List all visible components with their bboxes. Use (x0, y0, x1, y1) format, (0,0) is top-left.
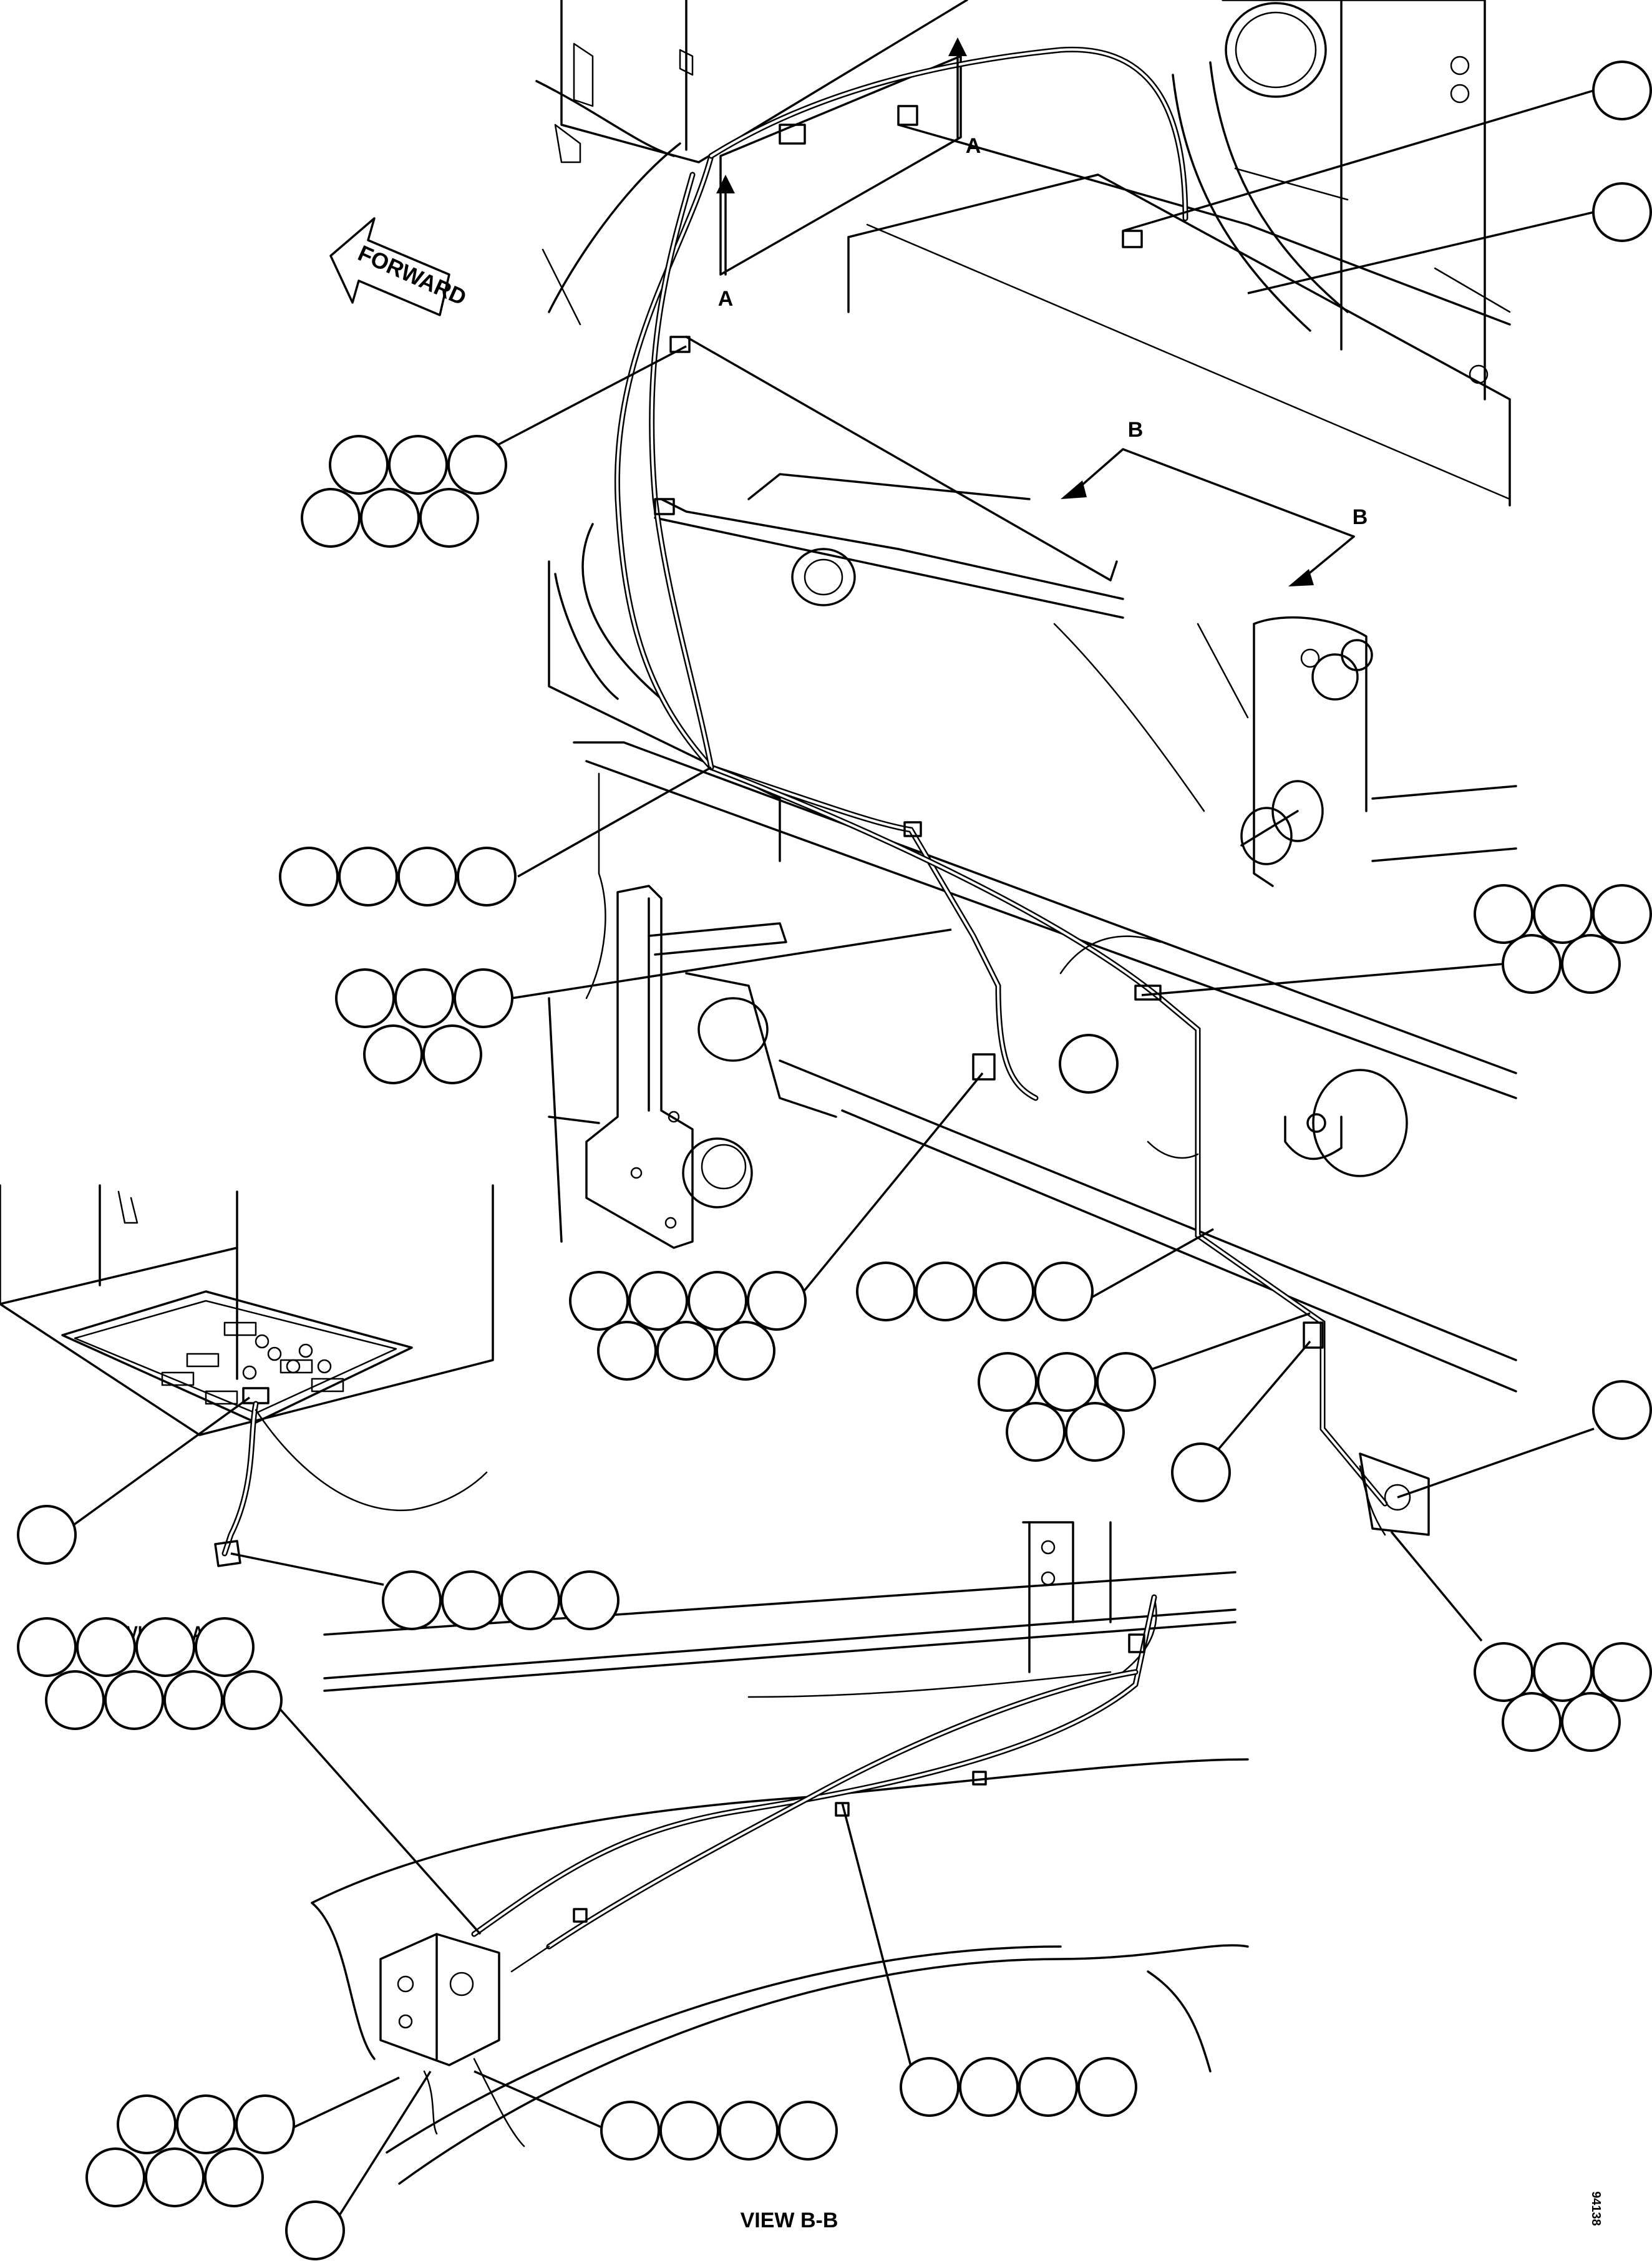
leader-lines (67, 89, 1595, 2225)
callout-balloon (1592, 182, 1652, 242)
callout-balloon (419, 488, 479, 548)
callout-balloon (600, 2101, 660, 2161)
callout-balloon (1561, 934, 1621, 994)
section-b-arrows: B B (1061, 418, 1368, 586)
callout-balloon (747, 1271, 807, 1331)
callout-balloon (1502, 934, 1562, 994)
forward-arrow: FORWARD (329, 217, 470, 316)
callout-balloon (1034, 1262, 1094, 1321)
callout-balloon (163, 1670, 223, 1730)
callout-balloon (447, 435, 507, 495)
callout-balloon (235, 2094, 295, 2154)
callout-balloon (360, 488, 420, 548)
section-a-label-right: A (966, 134, 981, 158)
callout-balloon (1561, 1692, 1621, 1752)
callout-balloon (1096, 1352, 1156, 1412)
callout-balloon (656, 1321, 716, 1381)
section-b-label-left: B (1128, 418, 1144, 442)
callout-balloon (719, 2101, 779, 2161)
callout-balloon (454, 968, 513, 1028)
callout-balloon (285, 2200, 345, 2260)
callout-balloon (856, 1262, 916, 1321)
callout-balloon (560, 1570, 620, 1630)
section-b-label-right: B (1353, 505, 1368, 529)
view-aa-drawing (0, 1184, 494, 1567)
callout-balloon (104, 1670, 164, 1730)
callout-balloon (569, 1271, 629, 1331)
callout-balloon (45, 1670, 105, 1730)
callout-balloon (176, 2094, 236, 2154)
callout-balloon (195, 1617, 255, 1677)
callout-balloon (1171, 1442, 1231, 1502)
callout-balloon (915, 1262, 975, 1321)
callout-balloon (659, 2101, 719, 2161)
callout-balloon (382, 1570, 442, 1630)
callout-balloon (1474, 1642, 1533, 1702)
callout-balloon (85, 2147, 145, 2207)
callout-balloon (204, 2147, 264, 2207)
callout-balloon (1065, 1402, 1125, 1462)
callout-balloon (778, 2101, 838, 2161)
callout-balloon (628, 1271, 688, 1331)
callout-balloon (17, 1617, 77, 1677)
callout-balloon (388, 435, 448, 495)
callout-balloon (1037, 1352, 1097, 1412)
callout-balloon (974, 1262, 1034, 1321)
callout-balloon (117, 2094, 177, 2154)
forward-label: FORWARD (354, 240, 470, 311)
callout-balloon (1533, 884, 1593, 944)
callout-balloon (1018, 2057, 1078, 2117)
section-a-label-left: A (718, 287, 734, 311)
callout-balloon (76, 1617, 136, 1677)
view-bb-label: VIEW B-B (741, 2209, 838, 2232)
callout-balloon (279, 847, 339, 907)
callout-balloon (978, 1352, 1037, 1412)
main-view-structure (535, 0, 1517, 1393)
callout-balloon (959, 2057, 1019, 2117)
callout-balloon (397, 847, 457, 907)
main-harness (614, 46, 1430, 1536)
callout-balloon (688, 1271, 747, 1331)
callout-balloon (1533, 1642, 1593, 1702)
callout-balloon (1502, 1692, 1562, 1752)
drawing-number: 94138 (1589, 2191, 1603, 2226)
callout-balloon (1006, 1402, 1066, 1462)
callout-balloons (17, 61, 1652, 2260)
callout-balloon (1592, 1380, 1652, 1440)
callout-balloon (716, 1321, 775, 1381)
callout-balloon (335, 968, 395, 1028)
callout-balloon (363, 1024, 423, 1084)
callout-balloon (1059, 1034, 1119, 1094)
callout-balloon (17, 1505, 77, 1565)
callout-balloon (900, 2057, 960, 2117)
callout-balloon (1592, 884, 1652, 944)
callout-balloon (597, 1321, 657, 1381)
callout-balloon (223, 1670, 283, 1730)
callout-balloon (1474, 884, 1533, 944)
callout-balloon (301, 488, 361, 548)
callout-balloon (1077, 2057, 1137, 2117)
section-a-arrows: A A (716, 37, 981, 311)
callout-balloon (500, 1570, 560, 1630)
callout-balloon (1592, 1642, 1652, 1702)
callout-balloon (329, 435, 389, 495)
callout-balloon (394, 968, 454, 1028)
callout-balloon (135, 1617, 195, 1677)
callout-balloon (1592, 61, 1652, 120)
callout-balloon (441, 1570, 501, 1630)
callout-balloon (145, 2147, 205, 2207)
callout-balloon (457, 847, 517, 907)
callout-balloon (338, 847, 398, 907)
callout-balloon (422, 1024, 482, 1084)
